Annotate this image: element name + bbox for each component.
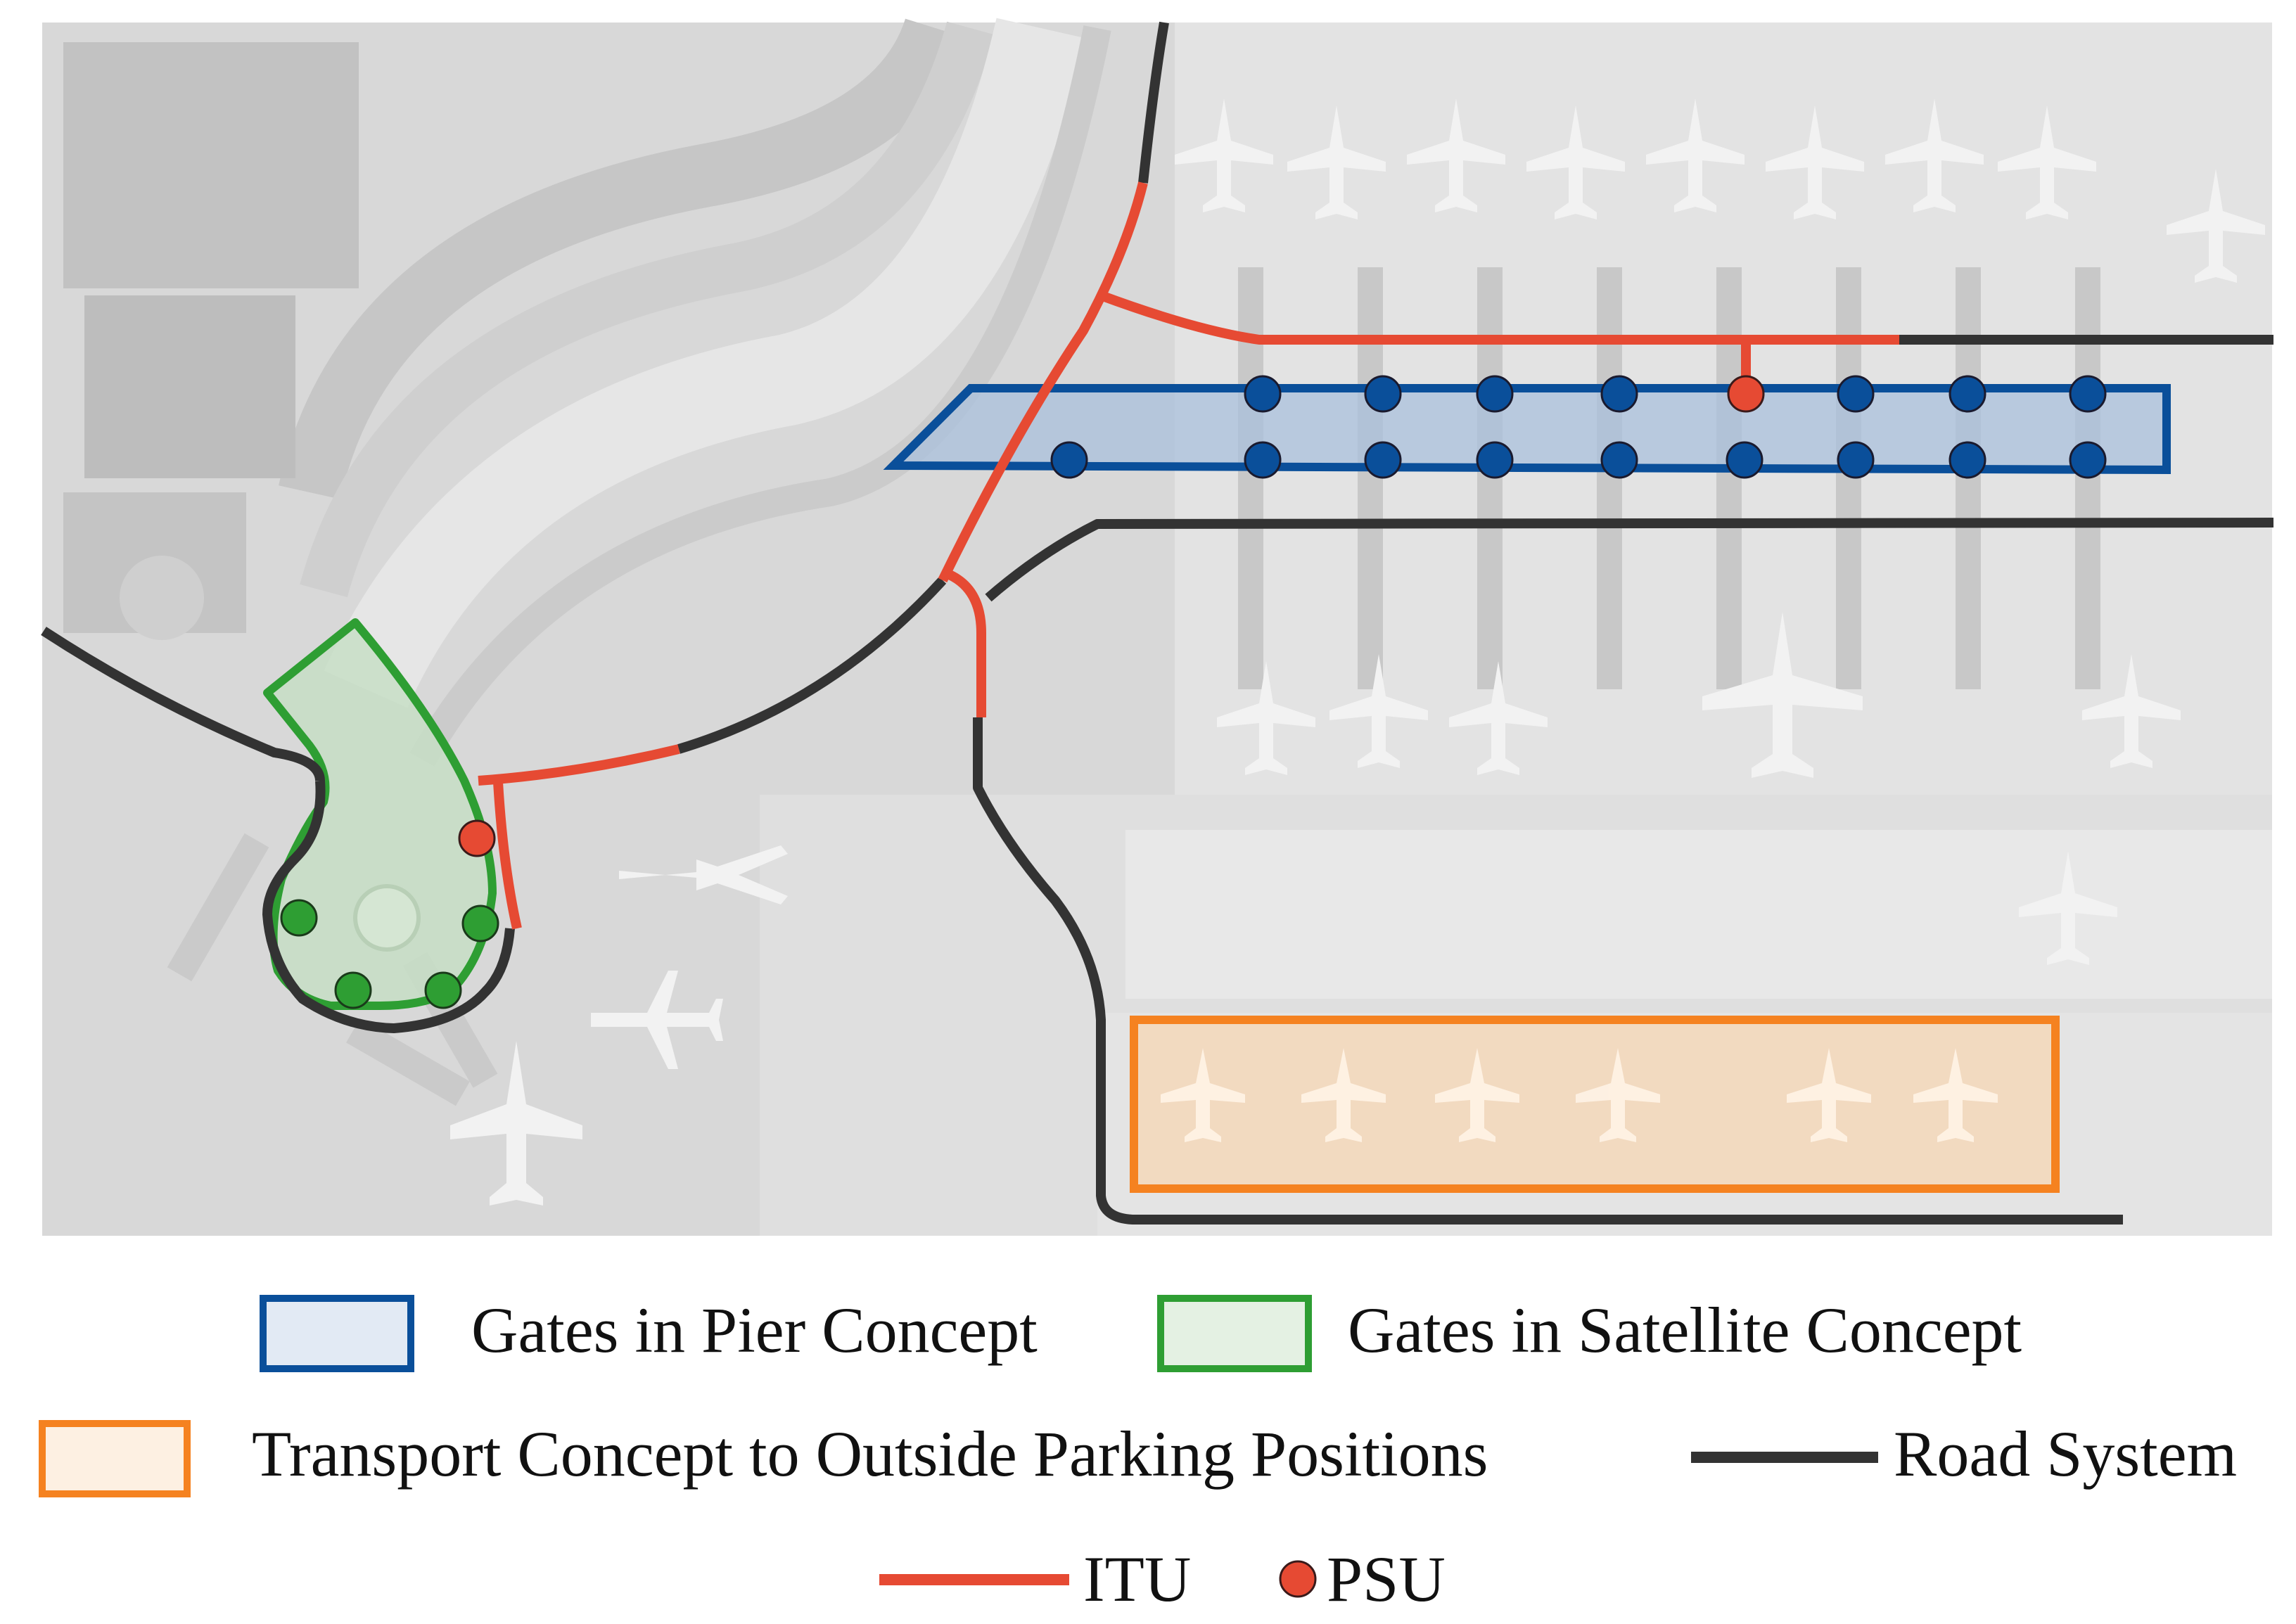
pier-gate (1949, 441, 1986, 479)
satellite-gate (334, 971, 372, 1009)
legend-label-road: Road System (1894, 1418, 2237, 1490)
legend-swatch-satellite (1157, 1295, 1312, 1372)
road-system (41, 21, 2274, 1225)
satellite-gate (280, 899, 318, 937)
itu-satellite-branch (478, 744, 680, 786)
pier-gate (2069, 441, 2107, 479)
satellite-gate (424, 971, 462, 1009)
road-segment-left (41, 627, 325, 781)
psu-marker (1727, 375, 1765, 413)
itu-satellite-spur (493, 781, 522, 930)
legend-marker-psu (1279, 1560, 1317, 1598)
legend-swatch-pier (260, 1295, 414, 1372)
satellite-gate (461, 904, 499, 942)
road-segment-mid (677, 577, 947, 754)
pier-gate (1476, 441, 1514, 479)
pier-gate (1364, 375, 1402, 413)
pier-gate (2069, 375, 2107, 413)
road-segment-north (1138, 21, 1169, 184)
pier-gate-markers (1050, 375, 2107, 479)
satellite-concept-area (263, 618, 497, 1010)
legend-label-psu: PSU (1327, 1543, 1446, 1615)
itu-main-spine (938, 181, 1148, 583)
pier-gate (1244, 375, 1282, 413)
pier-gate (1949, 375, 1986, 413)
pier-gate (1726, 441, 1764, 479)
pier-gate (1600, 441, 1638, 479)
legend-label-transport: Transport Concept to Outside Parking Pos… (252, 1418, 1488, 1490)
pier-gate (1364, 441, 1402, 479)
itu-pier-branch (1099, 290, 1899, 345)
road-segment-satellite-loop (262, 780, 515, 1033)
pier-gate (1837, 375, 1875, 413)
itu-south-branch (944, 568, 986, 717)
legend-swatch-transport (39, 1420, 191, 1497)
satellite-gate-markers (280, 899, 499, 1009)
legend: Gates in Pier Concept Gates in Satellite… (39, 1294, 2237, 1615)
legend-label-satellite: Gates in Satellite Concept (1348, 1294, 2022, 1366)
pier-gate (1244, 441, 1282, 479)
itu-network (478, 181, 1899, 930)
psu-markers (458, 375, 1765, 857)
transport-concept-area (1130, 1016, 2060, 1193)
pier-gate (1600, 375, 1638, 413)
pier-gate (1050, 441, 1088, 479)
legend-label-itu: ITU (1083, 1543, 1191, 1615)
legend-label-pier: Gates in Pier Concept (471, 1294, 1038, 1366)
pier-gate (1837, 441, 1875, 479)
road-segment-south (973, 717, 2123, 1225)
psu-marker (458, 819, 496, 857)
road-segment-pier-bottom (985, 518, 2274, 602)
pier-gate (1476, 375, 1514, 413)
